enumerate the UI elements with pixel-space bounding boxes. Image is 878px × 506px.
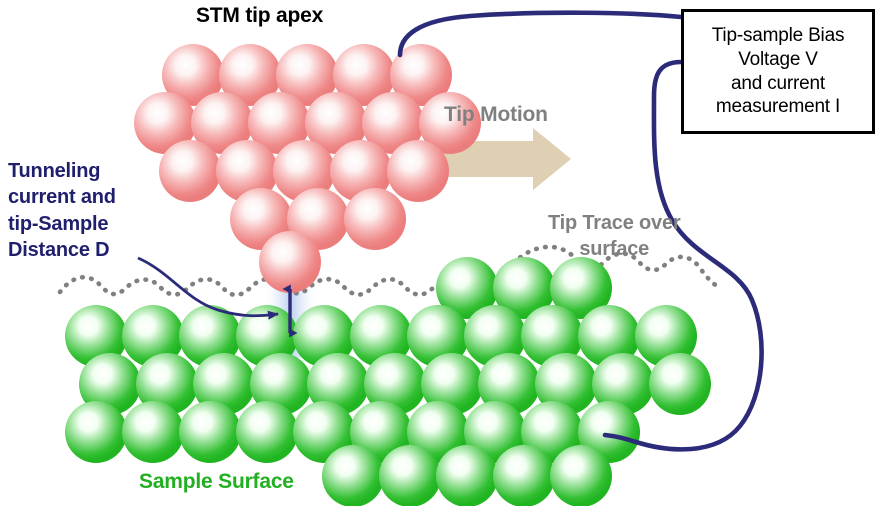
sample-atom <box>550 257 612 319</box>
stm-tip-atoms <box>134 44 481 293</box>
sample-atom <box>493 257 555 319</box>
sample-atom <box>79 353 141 415</box>
sample-atom <box>179 401 241 463</box>
tip-atom <box>134 92 196 154</box>
tip-atom <box>219 44 281 106</box>
wire-tip-to-box <box>397 10 684 58</box>
sample-atom <box>578 305 640 367</box>
sample-atom <box>592 353 654 415</box>
tip-atom <box>390 44 452 106</box>
tip-atom <box>419 92 481 154</box>
sample-atom <box>550 445 612 506</box>
sample-atom <box>122 401 184 463</box>
sample-atom <box>293 401 355 463</box>
sample-atom <box>464 305 526 367</box>
sample-atom <box>193 353 255 415</box>
tip-atom <box>159 140 221 202</box>
sample-atom <box>535 353 597 415</box>
sample-atom <box>250 353 312 415</box>
tip-atom <box>191 92 253 154</box>
tip-atom <box>330 140 392 202</box>
tip-atom <box>333 44 395 106</box>
sample-surface-atoms <box>65 257 711 506</box>
sample-atom <box>293 305 355 367</box>
tip-atom <box>305 92 367 154</box>
sample-atom <box>521 305 583 367</box>
tip-atom <box>344 188 406 250</box>
sample-atom <box>421 353 483 415</box>
wire-box-to-sample <box>602 59 764 452</box>
page-title: STM tip apex <box>196 4 324 27</box>
sample-atom <box>322 445 384 506</box>
sample-atom <box>179 305 241 367</box>
sample-atom <box>350 305 412 367</box>
sample-atom <box>436 445 498 506</box>
tip-atom <box>259 231 321 293</box>
tip-atom <box>362 92 424 154</box>
sample-atom <box>350 401 412 463</box>
sample-atom <box>635 305 697 367</box>
sample-atom <box>307 353 369 415</box>
tip-atom <box>162 44 224 106</box>
sample-atom <box>464 401 526 463</box>
sample-atom <box>364 353 426 415</box>
label-tip-motion: Tip Motion <box>444 103 548 126</box>
sample-atom <box>65 305 127 367</box>
sample-atom <box>521 401 583 463</box>
sample-atom <box>407 401 469 463</box>
tip-atom <box>387 140 449 202</box>
tip-atom <box>248 92 310 154</box>
sample-atom <box>436 257 498 319</box>
tunneling-callout-arrow <box>137 256 279 320</box>
sample-atom <box>478 353 540 415</box>
sample-atom <box>65 401 127 463</box>
tip-atom <box>273 140 335 202</box>
sample-atom <box>649 353 711 415</box>
sample-atom <box>578 401 640 463</box>
sample-atom <box>493 445 555 506</box>
sample-atom <box>136 353 198 415</box>
tip-atom <box>216 140 278 202</box>
tip-atom <box>276 44 338 106</box>
sample-atom <box>407 305 469 367</box>
sample-atom <box>122 305 184 367</box>
label-sample-surface: Sample Surface <box>139 470 294 493</box>
sample-atom <box>379 445 441 506</box>
sample-atom <box>236 401 298 463</box>
